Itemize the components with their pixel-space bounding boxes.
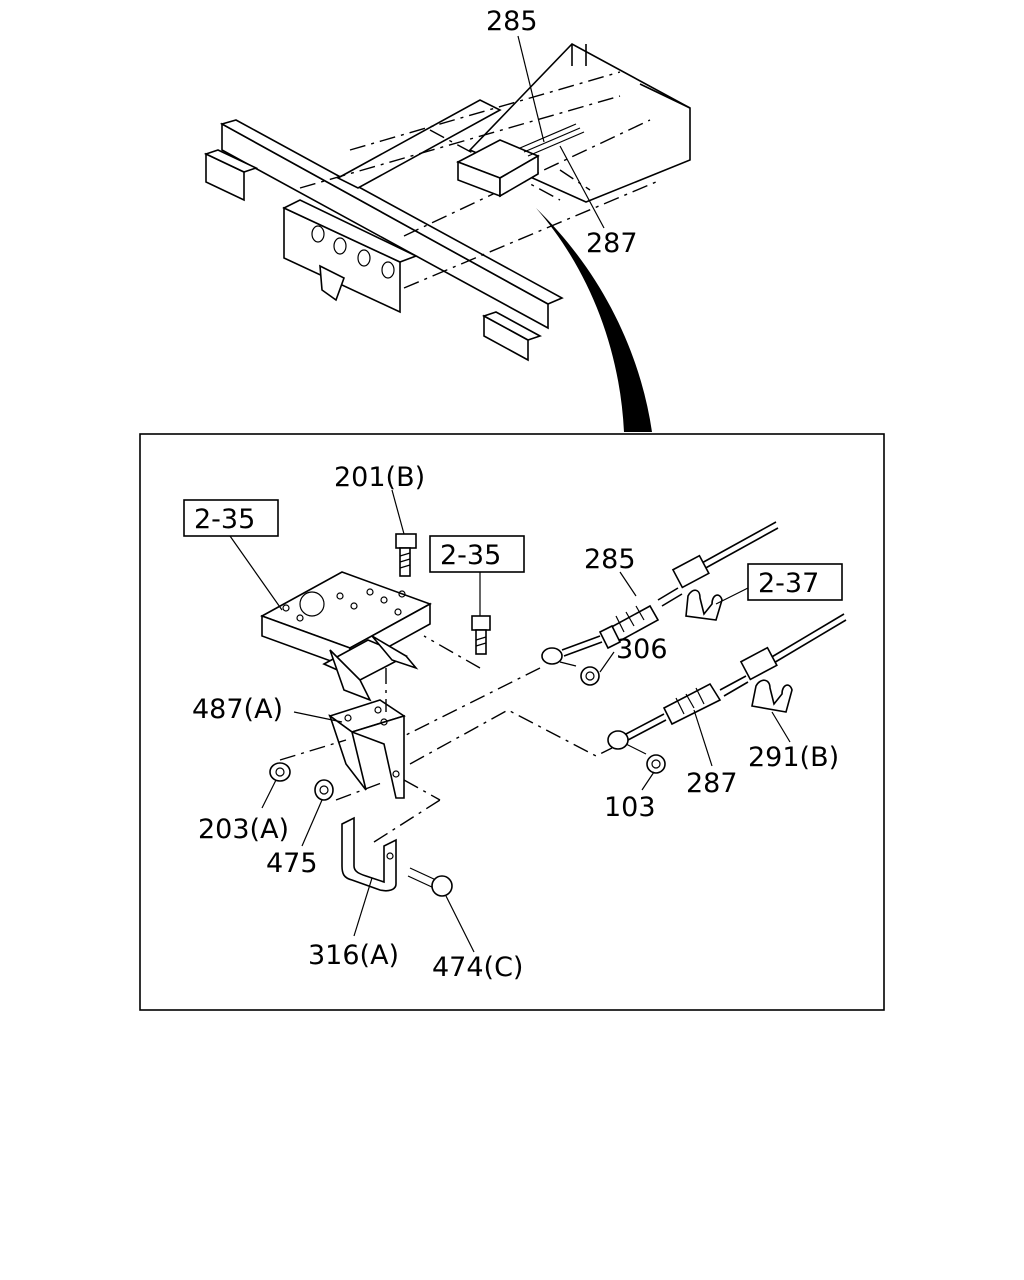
callout-291b: 291(B): [748, 742, 839, 773]
detail-pointer-arrow: [536, 208, 652, 432]
leader-201b: [391, 489, 405, 535]
callout-475: 475: [266, 848, 318, 879]
leader-285-overview: [517, 35, 545, 143]
dash-475: [335, 781, 385, 801]
clip-291b: [751, 679, 793, 713]
callout-474c: 474(C): [432, 952, 523, 983]
detail-frame: [139, 433, 885, 1011]
leader-474c: [445, 895, 475, 953]
bolt-2-35: [471, 615, 491, 655]
nut-103: [625, 743, 666, 774]
nut-306: [559, 661, 600, 686]
dash-nut-to-bracket: [279, 739, 347, 761]
callout-287-detail: 287: [686, 768, 738, 799]
callout-103: 103: [604, 792, 656, 823]
dash-285-to-bracket: [403, 667, 541, 737]
clip-2-37: [685, 589, 723, 621]
leader-316a: [353, 877, 373, 937]
leader-2-37: [715, 587, 749, 605]
callout-316a: 316(A): [308, 940, 399, 971]
nut-475: [314, 779, 334, 801]
leader-306: [599, 651, 615, 673]
shift-tower-base: [260, 571, 432, 702]
dash-316a: [373, 799, 441, 843]
callout-306: 306: [616, 634, 668, 665]
dash-bolt-to-base: [423, 635, 481, 669]
chassis-frame-overview: [203, 43, 691, 362]
leader-285-detail: [619, 571, 637, 597]
leader-203a: [261, 779, 277, 809]
reference-box-2-35-left: [183, 499, 279, 537]
dash-287-to-bracket: [409, 709, 613, 765]
callout-203a: 203(A): [198, 814, 289, 845]
callout-287-overview: 287: [586, 228, 638, 259]
shift-cable-287: [607, 613, 847, 750]
callout-285-overview: 285: [486, 6, 538, 37]
dash-bracket-to-316a: [403, 779, 441, 801]
leader-475: [301, 799, 323, 847]
reference-box-2-37: [747, 563, 843, 601]
leader-287-overview: [559, 145, 605, 229]
callout-285-detail: 285: [584, 544, 636, 575]
nut-203a: [269, 762, 291, 782]
leader-287-detail: [693, 709, 713, 767]
callout-487a: 487(A): [192, 694, 283, 725]
leader-487a: [293, 711, 343, 723]
bracket-487a: [328, 699, 406, 799]
callout-201b: 201(B): [334, 462, 425, 493]
reference-2-37: 2-37: [758, 568, 819, 599]
bolt-474c: [407, 867, 453, 897]
leader-2-35-left: [229, 535, 283, 611]
reference-box-2-35-right: [429, 535, 525, 573]
leader-291b: [771, 711, 791, 743]
shift-cable-285: [541, 521, 779, 665]
reference-2-35-left: 2-35: [194, 504, 255, 535]
bolt-201b: [395, 533, 417, 577]
leader-103: [641, 771, 655, 791]
reference-2-35-right: 2-35: [440, 540, 501, 571]
bracket-316a: [341, 816, 397, 892]
